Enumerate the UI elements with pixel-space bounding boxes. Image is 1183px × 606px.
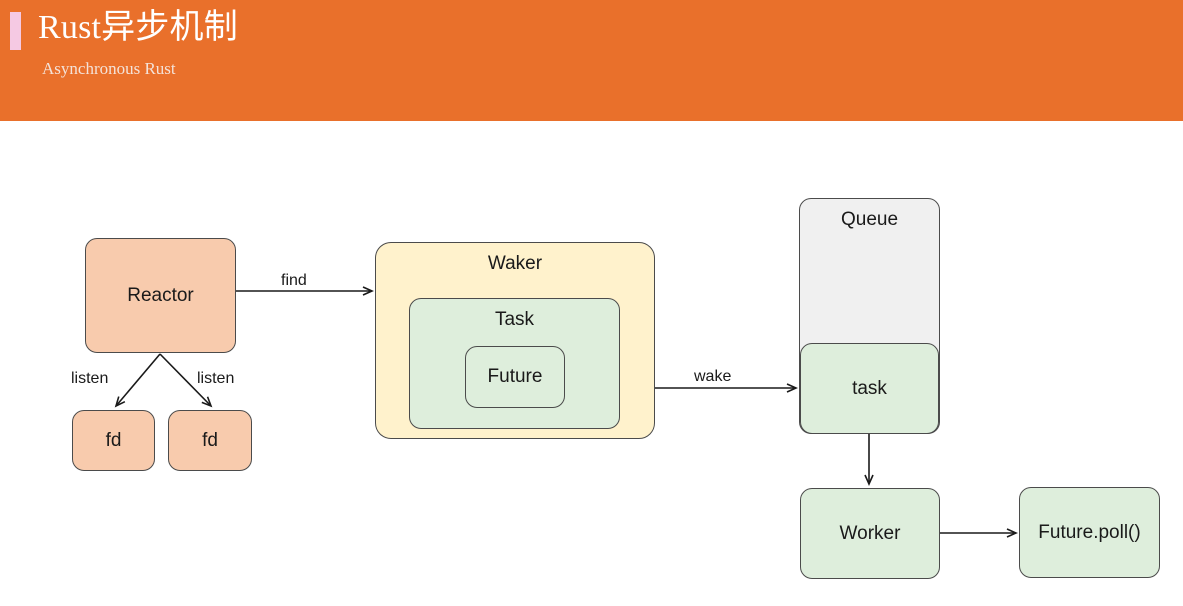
node-fd-1-label: fd [105, 429, 122, 451]
node-worker-label: Worker [839, 522, 901, 544]
node-fd-2-label: fd [202, 429, 218, 451]
node-future-poll[interactable]: Future.poll() [1019, 487, 1160, 578]
node-worker[interactable]: Worker [800, 488, 940, 579]
node-queue-task-label: task [852, 377, 887, 399]
edge-listen-1 [114, 353, 161, 408]
node-fd-2[interactable]: fd [168, 410, 252, 471]
edge-listen-2 [159, 353, 213, 408]
node-task-label: Task [494, 309, 535, 330]
node-queue-task[interactable]: task [800, 343, 939, 434]
node-reactor[interactable]: Reactor [85, 238, 236, 353]
header-accent-bar [10, 12, 21, 50]
edge-label-find: find [281, 272, 307, 289]
node-fd-1[interactable]: fd [72, 410, 155, 471]
diagram-connectors [114, 286, 1018, 538]
page-title: Rust异步机制 [38, 9, 238, 46]
edge-label-listen-2: listen [197, 370, 235, 387]
header-bar: Rust异步机制 Asynchronous Rust [0, 0, 1183, 121]
edge-label-listen-1: listen [71, 370, 109, 387]
node-future[interactable]: Future [465, 346, 565, 408]
node-queue-label: Queue [840, 209, 899, 230]
node-reactor-label: Reactor [127, 284, 194, 306]
page-subtitle: Asynchronous Rust [42, 59, 176, 78]
node-future-poll-label: Future.poll() [1038, 521, 1141, 543]
node-waker-label: Waker [487, 253, 543, 274]
diagram-canvas: Reactor fd fd Waker Task Future Queue ta… [0, 121, 1183, 606]
node-future-label: Future [487, 366, 543, 387]
edge-label-wake: wake [694, 368, 732, 385]
